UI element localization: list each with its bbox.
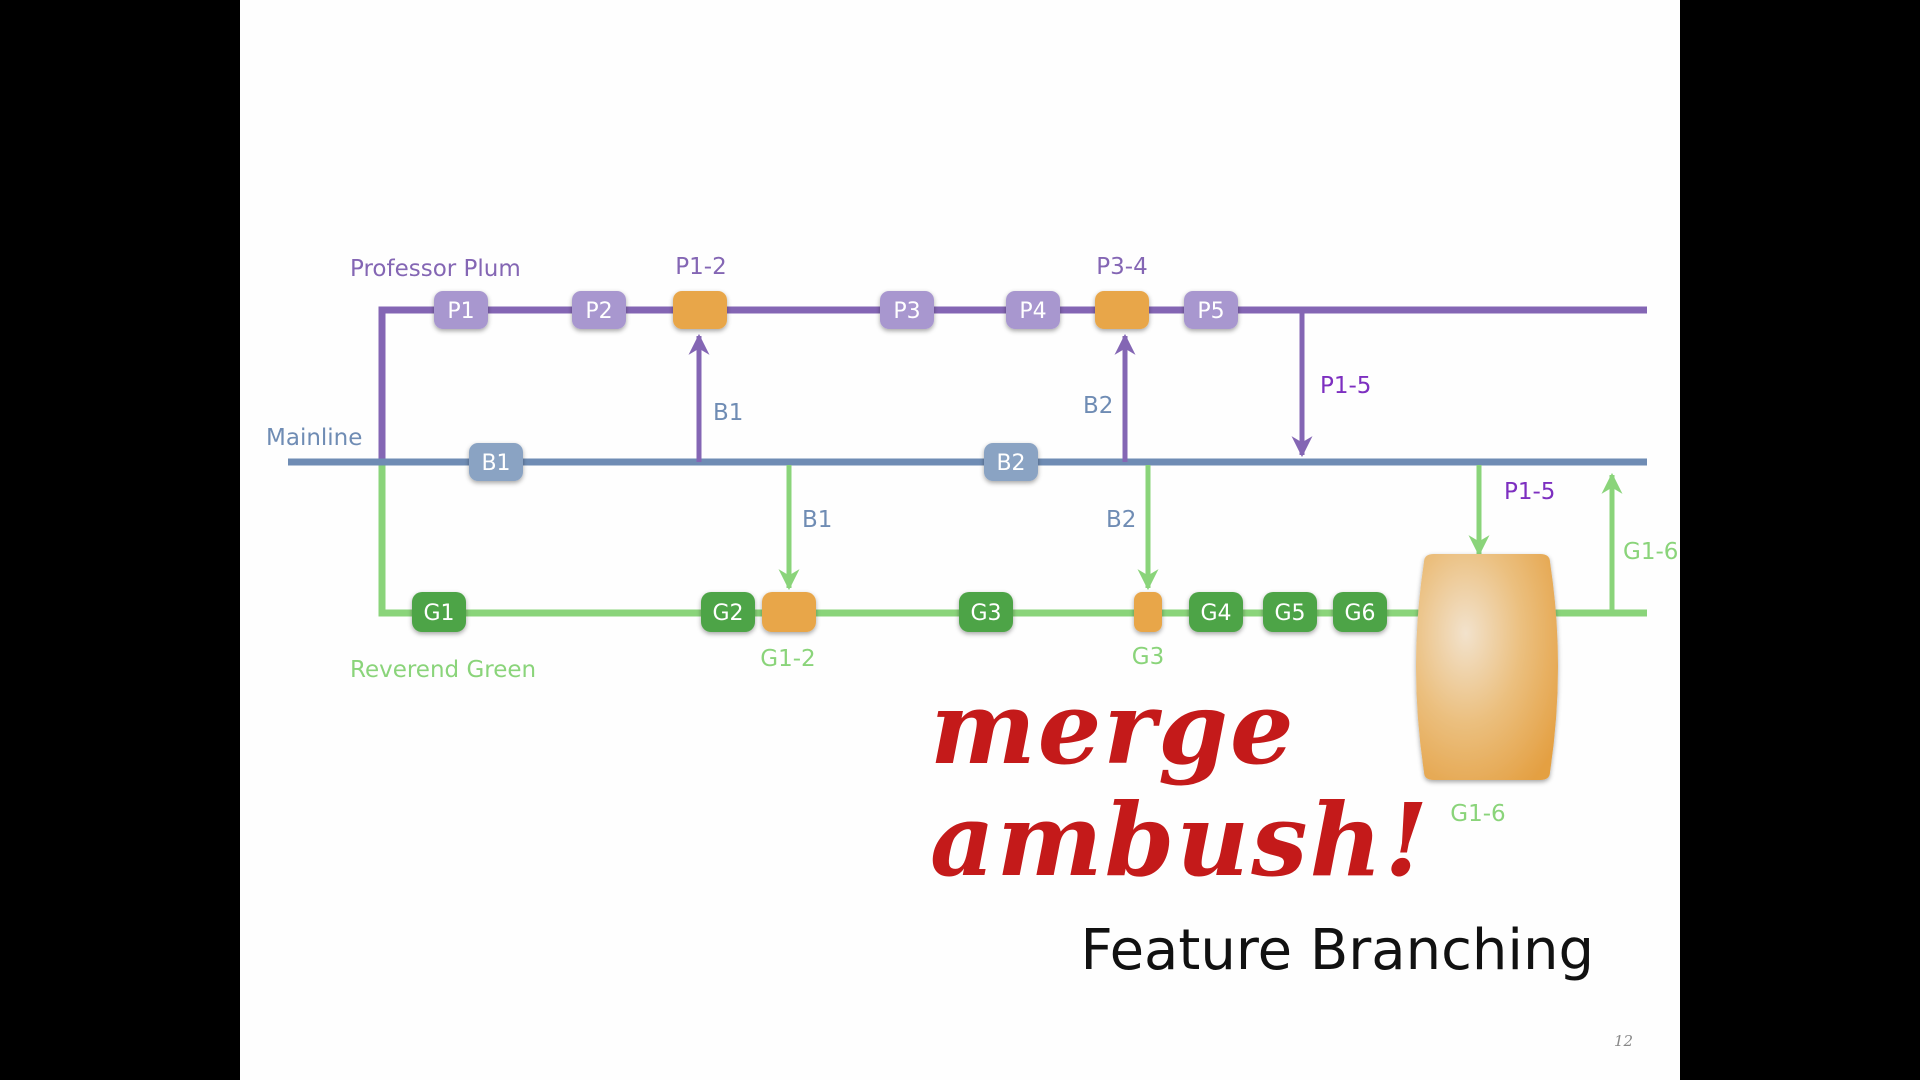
commit-label: P2 [585, 299, 612, 324]
commit-node: B1 [469, 443, 523, 481]
commit-node: G5 [1263, 592, 1317, 632]
commit-label: B2 [996, 451, 1025, 476]
commit-node: G6 [1333, 592, 1387, 632]
branch-label-plum: Professor Plum [350, 256, 521, 282]
merge-label-g3: G3 [1132, 644, 1164, 670]
commit-label: B1 [481, 451, 510, 476]
slide-title: Feature Branching [1080, 918, 1594, 983]
merge-label-g1-6: G1-6 [1450, 801, 1505, 827]
merge-arrows [688, 312, 1623, 613]
arrow-label-p1-5-down: P1-5 [1320, 373, 1371, 399]
merge-node [673, 291, 727, 329]
merge-label-p1-2: P1-2 [675, 254, 726, 280]
commit-node: G3 [959, 592, 1013, 632]
commit-node: G1 [412, 592, 466, 632]
big-merge-node [1416, 554, 1558, 780]
arrow-label-b2-up: B2 [1083, 393, 1113, 419]
commit-label: P4 [1019, 299, 1046, 324]
commit-node: G4 [1189, 592, 1243, 632]
arrow-label-p1-5-green: P1-5 [1504, 479, 1555, 505]
overlay-line-2: ambush! [930, 781, 1431, 899]
commit-label: G6 [1344, 601, 1375, 626]
branch-label-mainline: Mainline [266, 425, 362, 451]
merge-label-p3-4: P3-4 [1096, 254, 1147, 280]
green-commits: G1 G2 G3 G4 G5 [412, 554, 1558, 780]
commit-node: P3 [880, 291, 934, 329]
commit-node: P1 [434, 291, 488, 329]
commit-node: P5 [1184, 291, 1238, 329]
commit-label: G4 [1200, 601, 1231, 626]
page-number: 12 [1614, 1032, 1634, 1050]
merge-ambush-overlay: merge ambush! [930, 672, 1430, 896]
mainline-commits: B1 B2 [469, 443, 1038, 481]
commit-label: P5 [1197, 299, 1224, 324]
merge-node [1134, 592, 1162, 632]
merge-node [762, 592, 816, 632]
commit-node: P2 [572, 291, 626, 329]
commit-node: P4 [1006, 291, 1060, 329]
plum-commits: P1 P2 P3 P4 P5 [434, 291, 1238, 329]
arrow-label-b1-down: B1 [802, 507, 832, 533]
commit-label: G5 [1274, 601, 1305, 626]
arrow-label-b2-down: B2 [1106, 507, 1136, 533]
merge-label-g1-2: G1-2 [760, 646, 815, 672]
branch-label-green: Reverend Green [350, 657, 536, 683]
commit-node: G2 [701, 592, 755, 632]
arrow-label-b1-up: B1 [713, 400, 743, 426]
branching-diagram: P1 P2 P3 P4 P5 [266, 254, 1678, 827]
commit-label: G2 [712, 601, 743, 626]
commit-label: G3 [970, 601, 1001, 626]
slide: P1 P2 P3 P4 P5 [240, 0, 1680, 1080]
commit-label: P1 [447, 299, 474, 324]
commit-label: G1 [423, 601, 454, 626]
arrow-label-g1-6-up: G1-6 [1623, 539, 1678, 565]
commit-node: B2 [984, 443, 1038, 481]
overlay-line-1: merge [930, 669, 1296, 787]
merge-node [1095, 291, 1149, 329]
commit-label: P3 [893, 299, 920, 324]
plum-branch-line [378, 306, 1647, 462]
